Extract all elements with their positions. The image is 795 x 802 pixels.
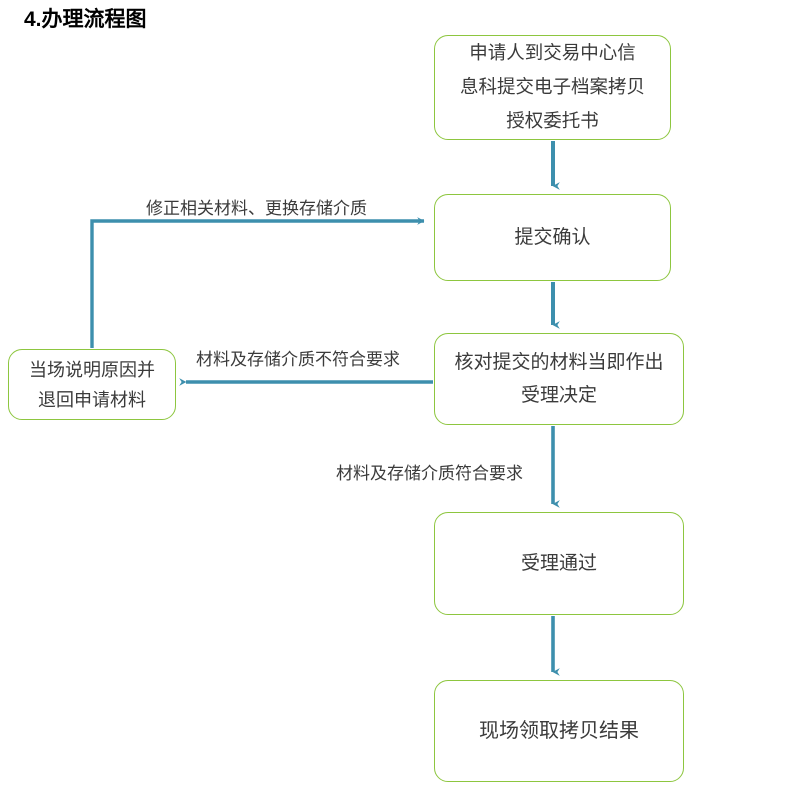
flow-node-accepted-label: 受理通过	[520, 553, 597, 574]
page-title: 4.办理流程图	[24, 8, 147, 31]
flow-node-submit-label: 提交确认	[514, 227, 591, 248]
flow-node-submit[interactable]: 提交确认	[434, 194, 671, 281]
flow-node-result[interactable]: 现场领取拷贝结果	[434, 680, 684, 782]
edge-reject-to-submit	[90, 217, 425, 348]
flow-node-result-label: 现场领取拷贝结果	[479, 719, 639, 742]
edge-label-review-to-reject: 材料及存储介质不符合要求	[196, 350, 400, 369]
flow-node-reject[interactable]: 当场说明原因并 退回申请材料	[8, 349, 176, 420]
flow-node-review-label: 核对提交的材料当即作出 受理决定	[454, 352, 664, 406]
flow-node-reject-label: 当场说明原因并 退回申请材料	[29, 359, 155, 410]
edge-label-reject-to-submit: 修正相关材料、更换存储介质	[146, 199, 367, 218]
flow-node-accepted[interactable]: 受理通过	[434, 512, 684, 615]
flow-node-review[interactable]: 核对提交的材料当即作出 受理决定	[434, 333, 684, 425]
flow-node-apply[interactable]: 申请人到交易中心信 息科提交电子档案拷贝 授权委托书	[434, 35, 671, 140]
flow-node-apply-label: 申请人到交易中心信 息科提交电子档案拷贝 授权委托书	[459, 43, 645, 132]
edge-label-review-to-accepted: 材料及存储介质符合要求	[336, 464, 523, 483]
